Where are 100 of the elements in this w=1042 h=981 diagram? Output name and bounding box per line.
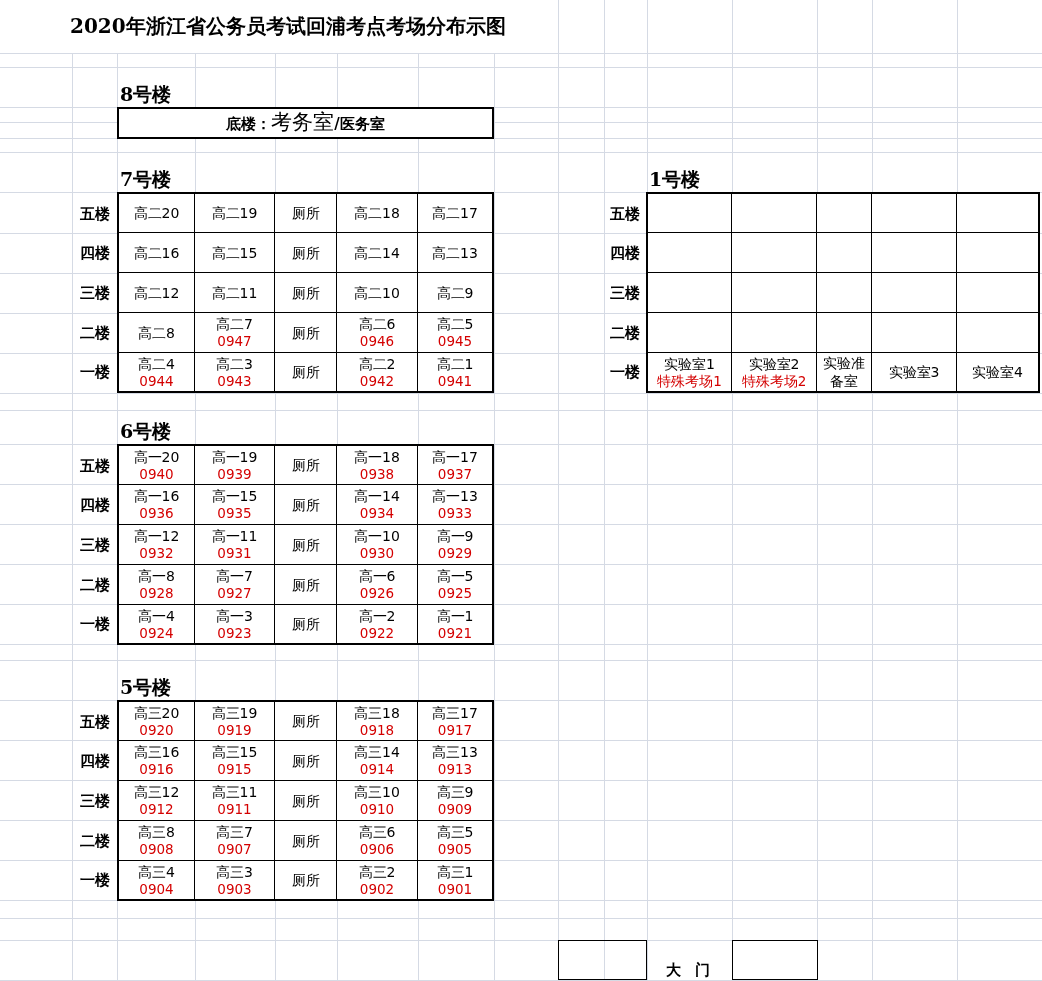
room-name: 高三9 xyxy=(436,783,474,801)
room-name: 高三5 xyxy=(436,823,474,841)
exam-room-label: 0903 xyxy=(217,880,252,898)
room-cell xyxy=(195,485,275,525)
room-cell xyxy=(119,525,195,565)
exam-room-label: 0947 xyxy=(217,333,252,350)
exam-room-label: 0933 xyxy=(437,505,473,522)
floor-label: 四楼 xyxy=(79,752,110,770)
exam-room-label: 0939 xyxy=(217,465,252,483)
exam-room-label: 特殊考场2 xyxy=(741,372,807,390)
floor-label: 三楼 xyxy=(79,284,110,302)
room-name: 高三13 xyxy=(432,743,478,761)
floor-label: 二楼 xyxy=(79,576,110,594)
exam-room-label: 0943 xyxy=(217,372,252,390)
exam-room-label: 0902 xyxy=(359,880,395,898)
room-name: 实验室2 xyxy=(748,354,800,373)
room-name: 高三15 xyxy=(211,743,258,761)
room-name: 厕所 xyxy=(291,791,320,810)
exam-room-label: 0926 xyxy=(359,585,395,602)
floor-label: 五楼 xyxy=(610,204,640,223)
room-name: 高一13 xyxy=(432,487,478,505)
exam-room-label: 0922 xyxy=(359,624,395,642)
room-name: 厕所 xyxy=(291,831,320,850)
room-cell xyxy=(119,446,195,485)
room-name: 高三1 xyxy=(436,862,474,881)
room-name: 高二10 xyxy=(354,283,400,302)
exam-room-label: 0932 xyxy=(139,545,174,562)
room-cell xyxy=(337,565,418,605)
exam-room-label: 0920 xyxy=(139,721,174,739)
room-name: 高一10 xyxy=(354,527,400,545)
room-cell xyxy=(195,233,275,273)
room-name: 高二17 xyxy=(432,204,478,222)
room-cell xyxy=(275,194,337,233)
room-name: 高三6 xyxy=(358,823,396,841)
floor-label: 五楼 xyxy=(79,712,110,731)
room-name: 厕所 xyxy=(291,495,320,514)
floor-label: 四楼 xyxy=(610,244,640,262)
room-cell xyxy=(119,741,195,781)
room-name: 高二2 xyxy=(358,354,396,373)
floor-label: 一楼 xyxy=(79,615,110,633)
room-cell xyxy=(337,781,418,821)
exam-room-label: 0911 xyxy=(217,801,252,818)
room-cell xyxy=(119,821,195,861)
gate-side-box xyxy=(558,940,647,980)
room-name: 高二3 xyxy=(216,354,253,373)
room-name: 高三8 xyxy=(138,823,175,841)
room-name: 高二13 xyxy=(432,243,478,262)
room-cell xyxy=(337,741,418,781)
building-name: 5号楼 xyxy=(120,675,172,699)
floor-label: 二楼 xyxy=(610,324,640,342)
exam-room-label: 0925 xyxy=(437,585,473,602)
room-cell xyxy=(119,233,195,273)
exam-room-label: 0936 xyxy=(139,505,174,522)
room-cell xyxy=(195,565,275,605)
exam-room-label: 0916 xyxy=(139,761,174,778)
room-name: 高三12 xyxy=(133,783,180,801)
room-name: 高一2 xyxy=(358,606,396,625)
room-name: 高一6 xyxy=(358,567,396,585)
exam-room-label: 0901 xyxy=(437,880,473,898)
room-name: 高一12 xyxy=(133,527,180,545)
exam-room-label: 0906 xyxy=(359,841,395,858)
exam-room-label: 0912 xyxy=(139,801,174,818)
room-cell xyxy=(275,233,337,273)
page-title: 2020年浙江省公务员考试回浦考点考场分布示图 xyxy=(70,13,506,40)
room-name: 厕所 xyxy=(291,243,320,262)
room-name: 高三11 xyxy=(211,783,258,801)
floor-note: 底楼：考务室/医务室 xyxy=(226,109,385,136)
room-name: 高一7 xyxy=(216,567,253,585)
room-cell xyxy=(195,741,275,781)
exam-room-label: 0946 xyxy=(359,333,395,350)
room-name: 高一15 xyxy=(211,487,258,505)
room-name: 高二20 xyxy=(133,204,180,222)
building-name: 1号楼 xyxy=(649,167,701,191)
exam-room-label: 0905 xyxy=(437,841,473,858)
exam-room-label: 0909 xyxy=(437,801,473,818)
room-cell xyxy=(195,821,275,861)
room-name: 高三18 xyxy=(354,703,400,722)
exam-room-label: 0930 xyxy=(359,545,395,562)
exam-room-label: 0931 xyxy=(217,545,252,562)
room-cell xyxy=(119,485,195,525)
room-cell xyxy=(275,273,337,313)
room-name: 高一5 xyxy=(436,567,474,585)
exam-room-label: 0904 xyxy=(139,880,174,898)
room-name: 高三19 xyxy=(211,703,258,722)
room-cell xyxy=(337,485,418,525)
floor-label: 三楼 xyxy=(79,536,110,554)
room-name: 厕所 xyxy=(291,204,320,222)
exam-room-label: 0919 xyxy=(217,721,252,739)
exam-room-label: 0913 xyxy=(437,761,473,778)
room-name: 高一18 xyxy=(354,447,400,466)
exam-room-label: 0945 xyxy=(437,333,473,350)
exam-room-label: 0941 xyxy=(437,372,473,390)
floor-label: 一楼 xyxy=(79,363,110,381)
room-name: 高一11 xyxy=(211,527,258,545)
floor-label: 二楼 xyxy=(79,832,110,850)
room-cell xyxy=(275,702,337,741)
room-name: 高二19 xyxy=(211,204,258,222)
room-cell xyxy=(119,702,195,741)
exam-room-label: 0937 xyxy=(437,465,473,483)
room-cell xyxy=(275,821,337,861)
